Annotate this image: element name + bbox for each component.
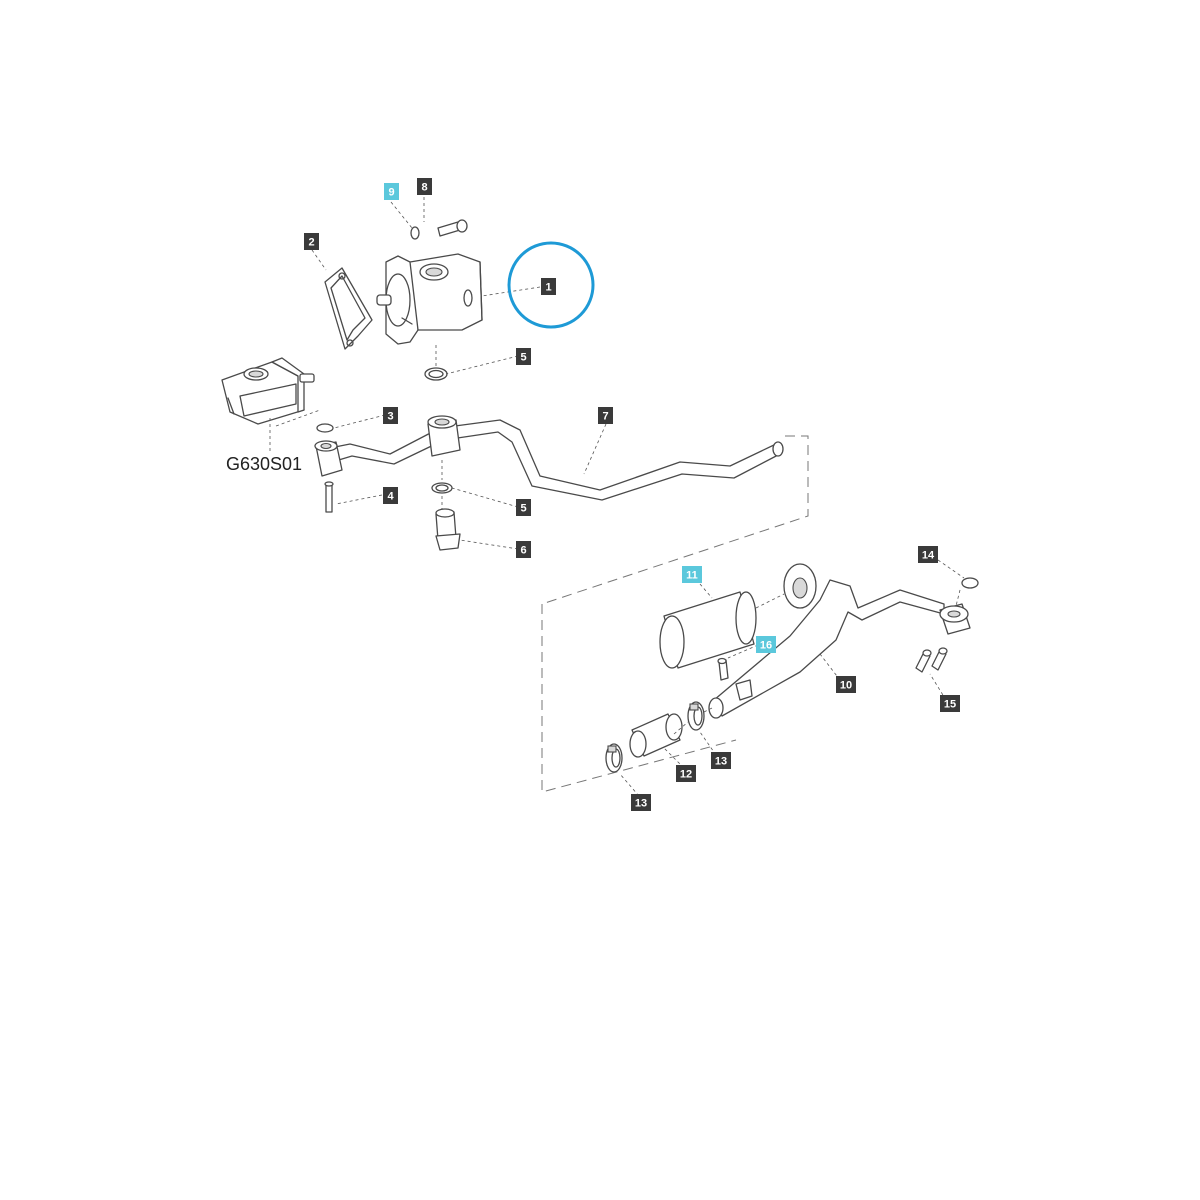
- svg-text:5: 5: [520, 352, 526, 364]
- callout-2[interactable]: 2: [304, 233, 319, 250]
- callout-10[interactable]: 10: [836, 676, 856, 693]
- group-boundary-lower: [541, 604, 737, 793]
- selection-highlight-circle: [507, 241, 595, 329]
- svg-text:13: 13: [635, 798, 647, 810]
- callout-12[interactable]: 12: [676, 765, 696, 782]
- callout-badges: 1 2 3 4 5 5 6 7 8 9 10 11 12 13 13 14 15…: [304, 178, 960, 811]
- svg-text:4: 4: [387, 491, 394, 503]
- leader-lines: [269, 197, 965, 797]
- svg-text:14: 14: [922, 550, 935, 562]
- pump-assembly-G630S01[interactable]: [221, 357, 315, 425]
- svg-text:3: 3: [387, 411, 393, 423]
- banjo-fitting-left: [314, 440, 343, 477]
- svg-text:11: 11: [686, 570, 698, 582]
- svg-text:12: 12: [680, 769, 692, 781]
- svg-text:7: 7: [602, 411, 608, 423]
- svg-text:2: 2: [308, 237, 314, 249]
- bolt-part-4[interactable]: [324, 481, 334, 513]
- svg-text:6: 6: [520, 545, 526, 557]
- o-ring-part-5-upper[interactable]: [424, 367, 448, 381]
- o-ring-part-5-lower[interactable]: [431, 482, 453, 494]
- bolt-part-8[interactable]: [437, 219, 468, 237]
- svg-text:13: 13: [715, 756, 727, 768]
- bolt-part-15[interactable]: [915, 647, 948, 673]
- svg-text:5: 5: [520, 503, 526, 515]
- end-fitting: [939, 603, 971, 635]
- filter-part-11[interactable]: [659, 591, 757, 669]
- washer-part-9[interactable]: [410, 226, 420, 240]
- callout-11[interactable]: 11: [682, 566, 702, 583]
- callout-9[interactable]: 9: [384, 183, 399, 200]
- group-boundary-upper: [541, 435, 809, 605]
- callout-16[interactable]: 16: [756, 636, 776, 653]
- callout-3[interactable]: 3: [383, 407, 398, 424]
- callout-13-left[interactable]: 13: [631, 794, 651, 811]
- bolt-part-16[interactable]: [717, 657, 729, 681]
- clamp-part-13-right[interactable]: [687, 701, 705, 731]
- callout-4[interactable]: 4: [383, 487, 398, 504]
- clamp-part-13-left[interactable]: [605, 743, 623, 773]
- callout-1[interactable]: 1: [541, 278, 556, 295]
- o-ring-part-14[interactable]: [961, 577, 979, 589]
- callout-7[interactable]: 7: [598, 407, 613, 424]
- banjo-fitting-center: [427, 415, 461, 457]
- svg-text:16: 16: [760, 640, 772, 652]
- callout-5-lower[interactable]: 5: [516, 499, 531, 516]
- callout-14[interactable]: 14: [918, 546, 938, 563]
- svg-text:10: 10: [840, 680, 852, 692]
- callout-6[interactable]: 6: [516, 541, 531, 558]
- svg-text:8: 8: [421, 182, 427, 194]
- reference-code-label: G630S01: [226, 454, 302, 474]
- hose-part-12[interactable]: [629, 713, 683, 758]
- callout-15[interactable]: 15: [940, 695, 960, 712]
- callout-8[interactable]: 8: [417, 178, 432, 195]
- gasket-part-2[interactable]: [324, 267, 373, 350]
- o-ring-part-3[interactable]: [316, 423, 334, 433]
- svg-text:9: 9: [388, 187, 394, 199]
- svg-text:1: 1: [545, 282, 551, 294]
- fitting-part-6[interactable]: [435, 508, 461, 551]
- hydraulic-pump-part-1[interactable]: [376, 253, 483, 345]
- callout-5-upper[interactable]: 5: [516, 348, 531, 365]
- svg-text:15: 15: [944, 699, 956, 711]
- callout-13-right[interactable]: 13: [711, 752, 731, 769]
